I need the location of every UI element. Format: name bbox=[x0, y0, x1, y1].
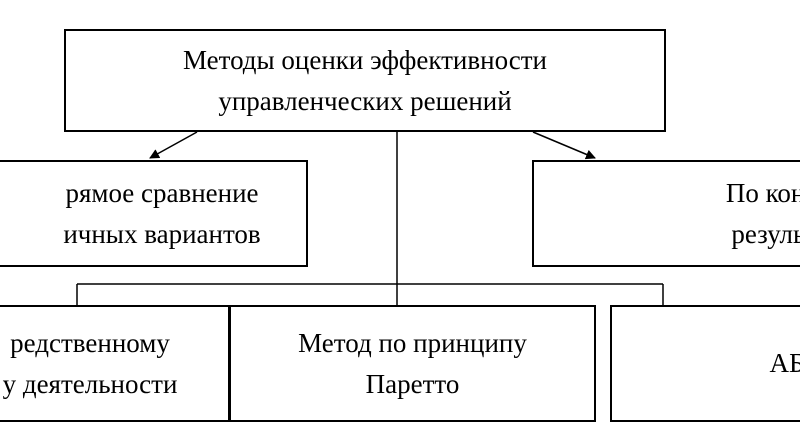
arrow-to-right-method bbox=[532, 131, 596, 160]
root-node: Методы оценки эффективности управленческ… bbox=[64, 29, 666, 132]
right-method-line-2: результату bbox=[731, 218, 800, 249]
bottom-left-node: редственному у деятельности bbox=[0, 305, 230, 422]
bottom-middle-node: Метод по принципу Паретто bbox=[229, 305, 596, 422]
left-method-node: рямое сравнение ичных вариантов bbox=[0, 160, 308, 267]
arrow-to-left-method bbox=[149, 131, 198, 159]
root-node-line-2: управленческих решений bbox=[218, 85, 512, 116]
left-method-line-2: ичных вариантов bbox=[63, 218, 261, 249]
left-method-line-1: рямое сравнение bbox=[65, 177, 259, 208]
root-node-line-1: Методы оценки эффективности bbox=[183, 44, 547, 75]
right-method-line-1: По конечно bbox=[725, 177, 800, 208]
bottom-left-line-2: у деятельности bbox=[2, 368, 178, 399]
bottom-left-line-1: редственному bbox=[10, 327, 170, 358]
right-method-node: По конечно результату bbox=[532, 160, 800, 267]
bottom-middle-line-2: Паретто bbox=[365, 368, 460, 399]
bottom-middle-line-1: Метод по принципу bbox=[298, 327, 527, 358]
bottom-right-line-1: АБВ-ме bbox=[769, 348, 800, 378]
bottom-right-node: АБВ-ме bbox=[610, 305, 800, 422]
